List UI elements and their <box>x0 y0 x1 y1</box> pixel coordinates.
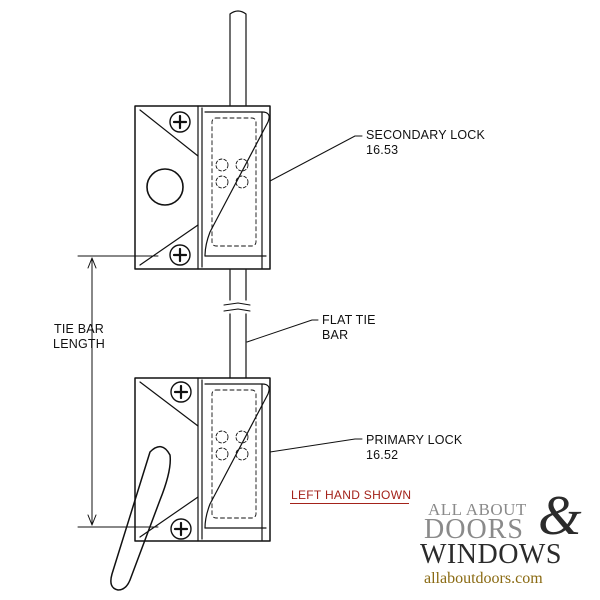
primary-lock-number: 16.52 <box>366 448 399 462</box>
left-hand-shown-note: LEFT HAND SHOWN <box>291 488 412 502</box>
tie-bar-rod <box>223 10 251 379</box>
flat-tie-bar-label: FLAT TIE BAR <box>322 313 376 343</box>
tie-bar-length-label: TIE BAR LENGTH <box>48 322 110 352</box>
screw-icon <box>170 518 192 540</box>
secondary-lock-leader <box>269 135 363 182</box>
flat-tie-bar-line1: FLAT TIE <box>322 313 376 327</box>
screw-icon <box>169 244 191 266</box>
screw-icon <box>169 111 191 133</box>
note-underline <box>290 503 409 504</box>
flat-tie-bar-leader <box>246 319 319 343</box>
logo-line3: WINDOWS <box>420 539 562 570</box>
screw-icon <box>170 381 192 403</box>
tie-bar-length-line1: TIE BAR <box>53 322 105 336</box>
flat-tie-bar-line2: BAR <box>322 328 349 342</box>
leader-lines <box>246 135 363 453</box>
primary-lock-label: PRIMARY LOCK 16.52 <box>366 433 462 463</box>
secondary-lock-drawing <box>134 105 271 270</box>
key-hole-icon <box>146 168 184 206</box>
primary-lock-drawing <box>110 377 271 591</box>
lever-handle-icon <box>110 446 172 591</box>
logo-line1: ALL ABOUT <box>428 500 527 519</box>
primary-lock-leader <box>269 438 363 453</box>
secondary-lock-number: 16.53 <box>366 143 399 157</box>
secondary-lock-label: SECONDARY LOCK 16.53 <box>366 128 485 158</box>
tie-bar-length-line2: LENGTH <box>53 337 105 351</box>
logo-url: allaboutdoors.com <box>424 570 543 587</box>
tie-bar-length-dimension <box>77 255 159 528</box>
logo-ampersand: & <box>538 485 582 547</box>
brand-logo: ALL ABOUT & DOORS WINDOWS allaboutdoors.… <box>420 486 598 594</box>
primary-lock-title: PRIMARY LOCK <box>366 433 463 447</box>
logo-line2: DOORS <box>424 514 524 545</box>
secondary-lock-title: SECONDARY LOCK <box>366 128 486 142</box>
